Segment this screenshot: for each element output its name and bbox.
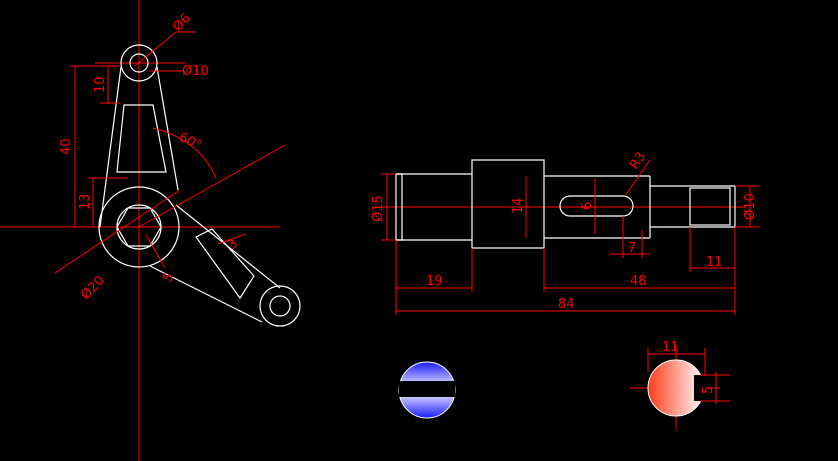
dim-len-84: 84 — [558, 297, 575, 312]
linkage-part[interactable] — [98, 44, 301, 327]
shaft-collar[interactable] — [471, 159, 545, 249]
dim-len-11-section: 11 — [662, 340, 679, 355]
section-a-keyway — [399, 381, 455, 397]
dimension-text-left: Ø6 Ø10 10 40 60° 13 Ø20 5 3 — [59, 11, 241, 303]
section-view-left[interactable] — [398, 361, 456, 419]
upper-arm-left-edge[interactable] — [99, 66, 122, 228]
dim-len-10: 10 — [93, 76, 108, 93]
section-b-keyway — [694, 375, 708, 401]
section-view-right[interactable]: 11 5 — [630, 340, 730, 430]
upper-arm-right-edge[interactable] — [156, 66, 179, 191]
lower-arm-bottom-edge[interactable] — [149, 265, 263, 323]
dim-len-14: 14 — [511, 197, 526, 214]
top-eye-outer[interactable] — [120, 44, 158, 82]
dim-len-6: 6 — [580, 202, 595, 210]
dim-dia-15: Ø15 — [371, 195, 386, 222]
dimensions-shaft — [381, 159, 760, 315]
hub-hex-circumcircle[interactable] — [116, 204, 162, 250]
dim-len-40: 40 — [59, 138, 74, 155]
dim-len-19: 19 — [426, 274, 443, 289]
dim-len-48: 48 — [630, 274, 647, 289]
hub-outer-circle[interactable] — [98, 186, 180, 268]
dim-len-11-shaft: 11 — [706, 255, 723, 270]
dim-len-13: 13 — [78, 193, 93, 210]
dim-dia-10-top: Ø10 — [182, 64, 209, 79]
top-eye-hole[interactable] — [129, 53, 149, 73]
upper-arm-slot[interactable] — [116, 104, 167, 173]
shaft-thread[interactable] — [689, 187, 731, 226]
lower-eye-outer[interactable] — [259, 285, 301, 327]
dim-dia-10-shaft: Ø10 — [743, 193, 758, 220]
lower-eye-hole[interactable] — [269, 295, 291, 317]
dimensions-left — [54, 31, 286, 274]
dim-len-5-section: 5 — [701, 386, 716, 394]
dim-len-7: 7 — [628, 241, 636, 256]
section-b-dimensions — [647, 348, 730, 404]
lower-arm-slot[interactable] — [195, 228, 255, 300]
